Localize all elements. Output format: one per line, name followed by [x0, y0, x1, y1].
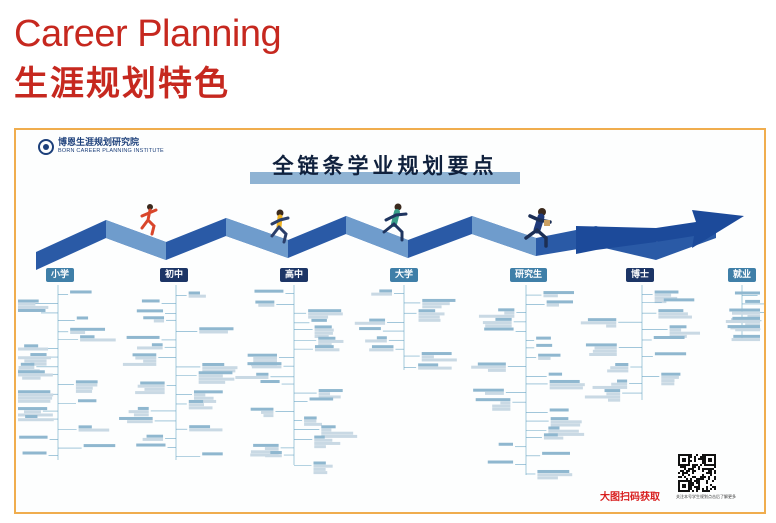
runner-icon [270, 209, 290, 244]
banner: 全链条学业规划要点 [250, 152, 520, 186]
stage-label-junior: 初中 [160, 268, 189, 282]
qr-code-icon[interactable] [678, 454, 716, 492]
runner-icon [140, 204, 158, 236]
stage-label-doctorate: 博士 [626, 268, 655, 282]
logo-name-en: BORN CAREER PLANNING INSTITUTE [58, 148, 164, 154]
title-english: Career Planning [14, 13, 282, 55]
qr-caption: 关注本号学生规划点击后了解更多 [676, 494, 736, 499]
banner-title: 全链条学业规划要点 [272, 154, 498, 178]
path-arrow-graphic [36, 210, 744, 270]
runner-icon [382, 203, 408, 242]
stage-label-university: 大学 [390, 268, 419, 282]
stage-label-employment: 就业 [728, 268, 757, 282]
scan-label: 大图扫码获取 [600, 492, 660, 503]
title-chinese: 生涯规划特色 [14, 64, 230, 104]
roadmap-poster: 博恩生涯规划研究院 BORN CAREER PLANNING INSTITUTE… [14, 128, 766, 514]
mindmap-tree [18, 285, 764, 480]
stage-label-graduate: 研究生 [510, 268, 548, 282]
institute-logo: 博恩生涯规划研究院 BORN CAREER PLANNING INSTITUTE [38, 138, 164, 155]
logo-icon [38, 138, 54, 155]
runner-icon [524, 208, 552, 248]
stage-label-senior: 高中 [280, 268, 309, 282]
logo-name-cn: 博恩生涯规划研究院 [58, 138, 140, 148]
stage-label-primary: 小学 [46, 268, 75, 282]
